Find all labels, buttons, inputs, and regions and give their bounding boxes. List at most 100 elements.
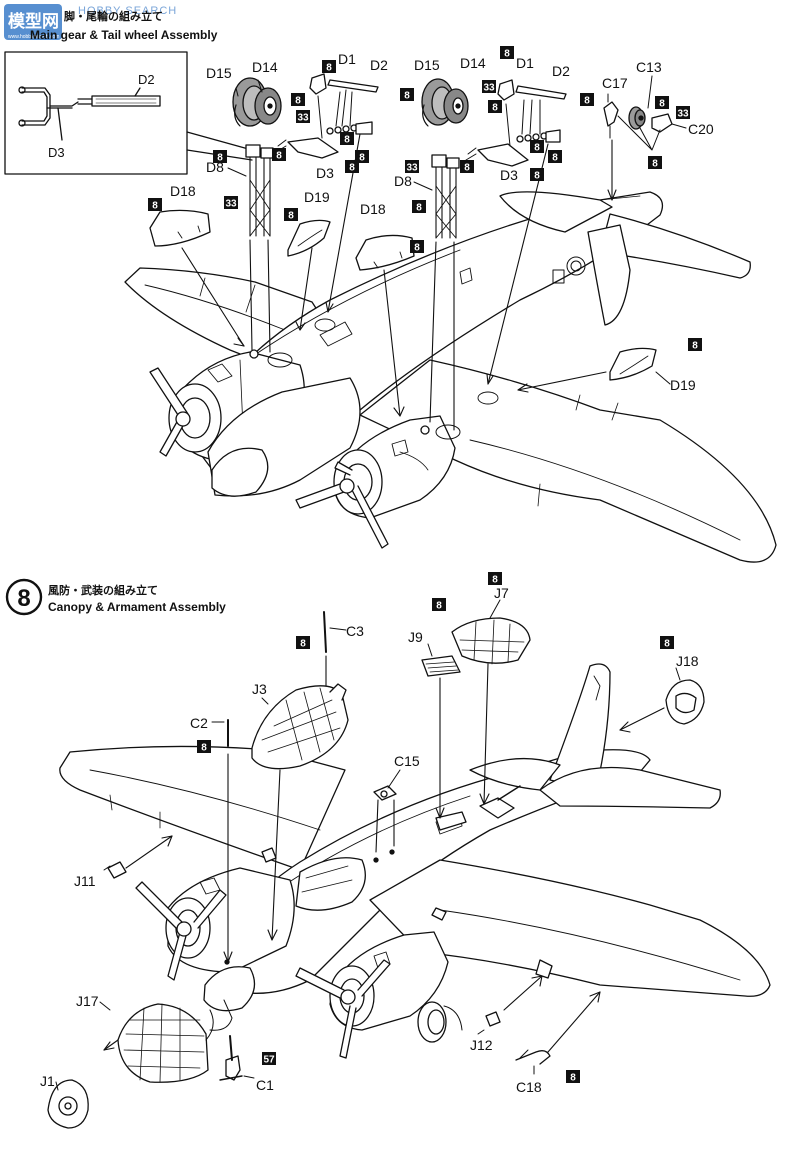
bottom-paint-code: 8: [570, 1073, 576, 1084]
top-paint-code: 8: [534, 171, 540, 182]
label-d15-left: D15: [206, 65, 232, 81]
top-paint-code: 8: [416, 203, 422, 214]
label-d1-left: D1: [338, 51, 356, 67]
step8-title-en: Canopy & Armament Assembly: [48, 600, 226, 614]
top-paint-badge: [410, 240, 424, 253]
top-paint-badge: [148, 198, 162, 211]
top-paint-badge: [460, 160, 474, 173]
step7-title-en: Main gear & Tail wheel Assembly: [30, 28, 218, 42]
bottom-paint-badge: [262, 1052, 276, 1065]
bottom-paint-code: 8: [300, 639, 306, 650]
bottom-paint-code: 8: [492, 575, 498, 586]
top-paint-badge: [355, 150, 369, 163]
top-paint-code: 8: [359, 153, 365, 164]
label-d18-right: D18: [360, 201, 386, 217]
label-c1: C1: [256, 1077, 274, 1093]
step8-number: 8: [17, 585, 30, 612]
label-j1: J1: [40, 1073, 55, 1089]
top-paint-code: 8: [692, 341, 698, 352]
tail-wheel-parts: [603, 101, 673, 201]
label-d1-right: D1: [516, 55, 534, 71]
right-main-gear-parts: [355, 78, 567, 431]
top-paint-code: 33: [225, 199, 237, 210]
watermark-domain: www.hobbysearch.com: [8, 34, 59, 40]
label-d18-left: D18: [170, 183, 196, 199]
top-paint-code: 8: [584, 96, 590, 107]
label-j17: J17: [76, 993, 99, 1009]
label-j11: J11: [74, 873, 96, 889]
top-paint-badge: [676, 106, 690, 119]
top-paint-code: 33: [677, 109, 689, 120]
top-paint-code: 33: [297, 113, 309, 124]
top-paint-code: 8: [217, 153, 223, 164]
top-paint-badge: [548, 150, 562, 163]
top-paint-code: 8: [414, 243, 420, 254]
top-paint-code: 8: [295, 96, 301, 107]
bottom-paint-code: 8: [436, 601, 442, 612]
bottom-paint-badge: [488, 572, 502, 585]
label-j12: J12: [470, 1037, 493, 1053]
top-paint-badge: [488, 100, 502, 113]
top-paint-badge: [482, 80, 496, 93]
top-paint-badge: [224, 196, 238, 209]
bottom-paint-badge: [432, 598, 446, 611]
top-paint-code: 33: [406, 163, 418, 174]
label-d14-right: D14: [460, 55, 486, 71]
label-c17: C17: [602, 75, 628, 91]
label-c3: C3: [346, 623, 364, 639]
top-paint-code: 8: [288, 211, 294, 222]
bottom-paint-code: 57: [263, 1055, 275, 1066]
label-j7: J7: [494, 585, 509, 601]
canopy-armament-parts: [47, 599, 705, 1129]
label-c15: C15: [394, 753, 420, 769]
top-paint-code: 8: [326, 63, 332, 74]
top-paint-badge: [500, 46, 514, 59]
top-paint-code: 8: [276, 151, 282, 162]
top-paint-code: 8: [404, 91, 410, 102]
label-j9: J9: [408, 629, 423, 645]
top-paint-badge: [322, 60, 336, 73]
top-paint-badge: [688, 338, 702, 351]
top-paint-badge: [296, 110, 310, 123]
top-paint-code: 8: [652, 159, 658, 170]
aircraft-top-view: [59, 663, 771, 1059]
watermark-logo: 模型网 www.hobbysearch.com HOBBY SEARCH: [4, 4, 177, 40]
step7-title-jp: 脚・尾輪の組み立て: [64, 9, 163, 23]
top-paint-badge: [405, 160, 419, 173]
top-paint-badge: [648, 156, 662, 169]
top-paint-badge: [400, 88, 414, 101]
top-paint-badge: [345, 160, 359, 173]
top-paint-badge: [412, 200, 426, 213]
label-d3-right: D3: [500, 167, 518, 183]
top-paint-badge: [213, 150, 227, 163]
bottom-paint-badge: [566, 1070, 580, 1083]
top-paint-badge: [530, 168, 544, 181]
top-part-labels: D15 D14 D1 D2 D15 D14 D1 D2 C17 C13 C20 …: [170, 51, 714, 393]
top-paint-badge: [655, 96, 669, 109]
step8-header: 8 風防・武装の組み立て Canopy & Armament Assembly: [5, 578, 226, 616]
label-d15-right: D15: [414, 57, 440, 73]
top-paint-code: 8: [552, 153, 558, 164]
watermark-logo-text: 模型网: [8, 11, 59, 32]
label-c20: C20: [688, 121, 714, 137]
bottom-paint-code: 8: [201, 743, 207, 754]
top-paint-code: 8: [349, 163, 355, 174]
top-paint-badge: [284, 208, 298, 221]
inset-label-d3: D3: [48, 145, 65, 160]
top-paint-code: 8: [464, 163, 470, 174]
top-paint-badge: [291, 93, 305, 106]
inset-label-d2: D2: [138, 72, 155, 87]
top-paint-code: 8: [152, 201, 158, 212]
top-paint-code: 8: [504, 49, 510, 60]
top-paint-code: 33: [483, 83, 495, 94]
label-d2-right: D2: [552, 63, 570, 79]
top-paint-code: 8: [534, 143, 540, 154]
top-paint-code: 8: [659, 99, 665, 110]
bottom-part-labels: C3 J7 J9 J18 J3 C2 C15 J11 J17 J1 C1 J12…: [40, 585, 699, 1095]
watermark-text: HOBBY SEARCH: [78, 5, 177, 17]
label-d3-left: D3: [316, 165, 334, 181]
label-d19-left: D19: [304, 189, 330, 205]
label-d8-right: D8: [394, 173, 412, 189]
